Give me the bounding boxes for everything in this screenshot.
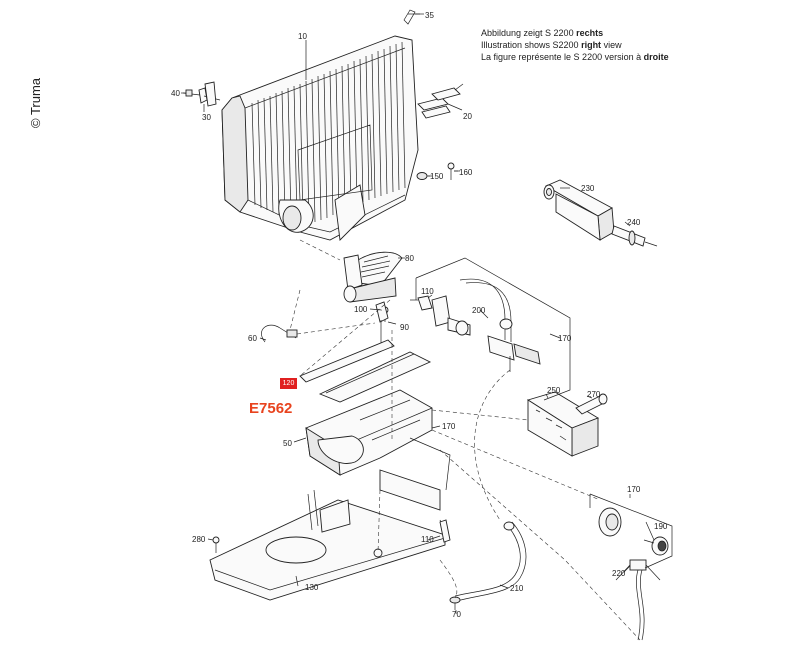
- switch-part-220: [615, 559, 661, 641]
- label-150: 150: [430, 172, 444, 181]
- knob-part-170: [598, 507, 622, 537]
- caption-line-fr-bold: droite: [643, 52, 669, 62]
- screw-part-35: [403, 9, 420, 25]
- caption-line-en: Illustration shows S2200 right view: [481, 40, 622, 51]
- dashed-leader-lines: [289, 239, 641, 641]
- label-170-lower: 170: [627, 485, 641, 494]
- clips-part-20: [417, 83, 464, 119]
- screw-part-280: [212, 536, 220, 553]
- diagram-code: E7562: [249, 400, 293, 417]
- label-190: 190: [654, 522, 668, 531]
- label-70: 70: [452, 610, 461, 619]
- label-110-lower: 110: [421, 535, 434, 544]
- label-250: 250: [547, 386, 561, 395]
- label-100: 100: [354, 305, 368, 314]
- label-160: 160: [459, 168, 473, 177]
- control-unit-part-250: [526, 391, 600, 457]
- caption-line-de-text: Abbildung zeigt S 2200: [481, 28, 577, 38]
- heat-exchanger-part-10: [221, 35, 419, 241]
- caption-line-de: Abbildung zeigt S 2200 rechts: [481, 28, 603, 39]
- bolt-part-40: [182, 87, 221, 104]
- electrode-part-240: [611, 225, 658, 247]
- label-10: 10: [298, 32, 307, 41]
- label-leader-lines: [181, 13, 655, 614]
- highlighted-part-label: 120: [282, 380, 295, 387]
- nut-part-150: [416, 172, 432, 180]
- caption-line-en-text: Illustration shows S2200: [481, 40, 582, 50]
- cable-part-60: [261, 322, 376, 343]
- label-60: 60: [248, 334, 257, 343]
- caption-line-en-bold: right: [581, 40, 602, 50]
- gas-pipe-part-210: [454, 521, 527, 602]
- bracket-part-30: [204, 81, 217, 107]
- part-number-labels: 35 10 40 30 20 150 160 230 240 80 110 10…: [171, 11, 668, 619]
- caption-line-fr-text: La figure représente le S 2200 version à: [481, 52, 644, 62]
- highlight-marker: [280, 378, 297, 389]
- label-200: 200: [472, 306, 486, 315]
- label-220: 220: [612, 569, 626, 578]
- bars-part-120: [299, 339, 432, 403]
- label-240: 240: [627, 218, 641, 227]
- bracket-part-230: [543, 179, 615, 241]
- label-90: 90: [400, 323, 409, 332]
- label-50: 50: [283, 439, 292, 448]
- label-40: 40: [171, 89, 180, 98]
- base-plate-part-130: [209, 437, 451, 601]
- label-30: 30: [202, 113, 211, 122]
- fitting-part-190: [643, 536, 669, 556]
- caption-line-fr: La figure représente le S 2200 version à…: [481, 52, 669, 63]
- assembly-outline-170: [415, 257, 673, 569]
- caption-line-en-suffix: view: [601, 40, 622, 50]
- screw-part-160: [447, 162, 460, 180]
- gas-valve-part-200: [431, 278, 541, 372]
- label-130: 130: [305, 583, 319, 592]
- electrode-part-110-lower: [439, 519, 451, 543]
- label-170-middle: 170: [442, 422, 456, 431]
- thermocouple-part-90: [375, 301, 389, 345]
- combustion-chamber-part-50: [305, 389, 433, 476]
- label-210: 210: [510, 584, 524, 593]
- label-280: 280: [192, 535, 206, 544]
- label-35: 35: [425, 11, 434, 20]
- clip-part-70: [449, 596, 461, 610]
- label-80: 80: [405, 254, 414, 263]
- burner-part-80: [343, 251, 403, 303]
- label-230: 230: [581, 184, 595, 193]
- injector-part-110: [410, 295, 433, 311]
- label-270: 270: [587, 390, 601, 399]
- caption-line-de-bold: rechts: [576, 28, 604, 38]
- label-20: 20: [463, 112, 472, 121]
- label-170-upper: 170: [558, 334, 572, 343]
- cylinder-part-270: [575, 393, 608, 415]
- label-110-upper: 110: [421, 287, 434, 296]
